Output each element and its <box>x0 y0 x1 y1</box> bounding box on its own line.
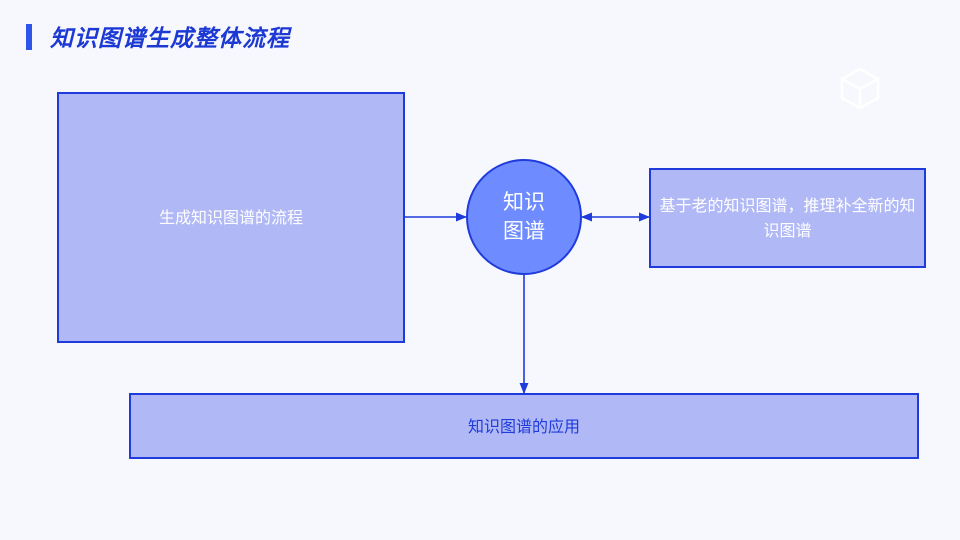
inference-box: 基于老的知识图谱，推理补全新的知识图谱 <box>649 168 926 268</box>
inference-label: 基于老的知识图谱，推理补全新的知识图谱 <box>659 196 916 240</box>
title-accent-bar <box>26 24 32 50</box>
process-box: 生成知识图谱的流程 <box>57 92 405 343</box>
cube-icon <box>840 67 880 110</box>
knowledge-graph-label: 知识图谱 <box>503 190 545 243</box>
process-label: 生成知识图谱的流程 <box>158 208 303 227</box>
page-title: 知识图谱生成整体流程 <box>50 26 290 52</box>
application-label: 知识图谱的应用 <box>467 416 580 436</box>
